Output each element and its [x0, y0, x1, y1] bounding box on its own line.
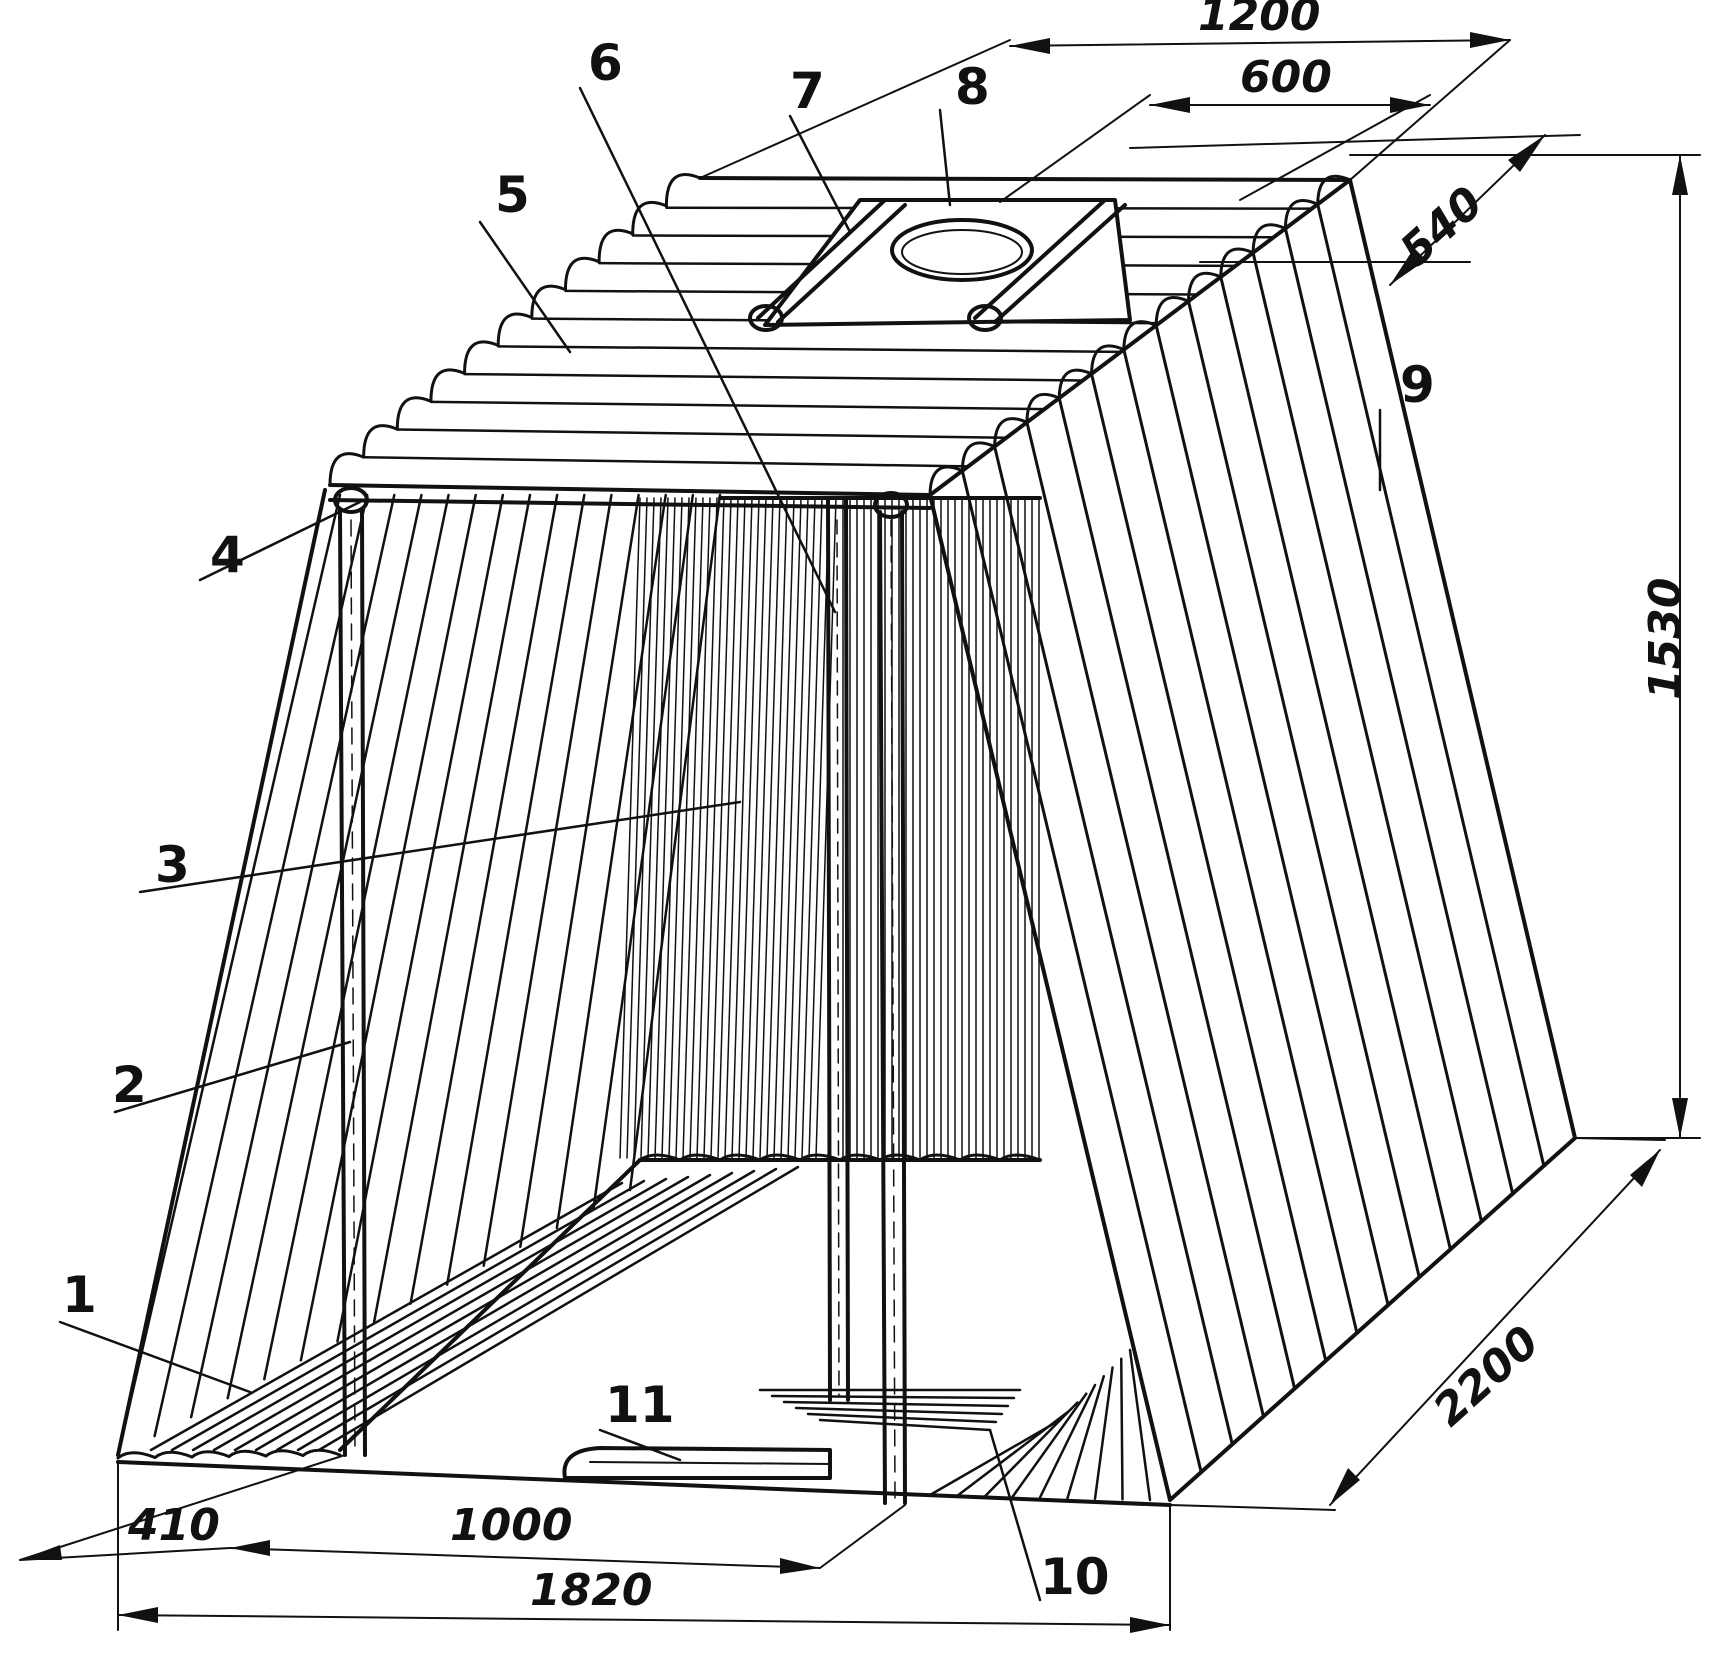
roof-opening — [890, 218, 1034, 282]
dim-height: 1530 — [1640, 578, 1691, 700]
callout-11: 11 — [605, 1376, 675, 1434]
top-front-beam — [328, 483, 932, 497]
rail-left — [748, 198, 907, 332]
callout-3: 3 — [155, 836, 190, 894]
callout-4: 4 — [210, 526, 245, 584]
callout-9: 9 — [1400, 356, 1435, 414]
left-slope-front-edge — [116, 488, 327, 1457]
floor-step — [562, 1446, 832, 1480]
callout-2: 2 — [112, 1056, 147, 1114]
left-floor-inner-edge — [338, 1158, 642, 1452]
support-posts — [333, 486, 909, 1505]
dim-length: 2200 — [1424, 1316, 1549, 1436]
rail-right — [967, 198, 1127, 332]
dim-front-left-offset: 410 — [127, 1500, 220, 1551]
post-back — [826, 498, 850, 1402]
right-slope-outline — [928, 178, 1577, 1502]
dim-top-width: 1200 — [1198, 0, 1320, 41]
callout-6: 6 — [588, 34, 623, 92]
callout-8: 8 — [955, 58, 990, 116]
hatch-cover — [763, 198, 1132, 327]
top-back-edge — [698, 176, 1352, 182]
callout-leaders — [58, 86, 1382, 1602]
dim-post-spacing: 1000 — [450, 1500, 572, 1551]
post-front-left — [333, 486, 369, 1457]
dim-base-width: 1820 — [530, 1565, 652, 1616]
callout-10: 10 — [1040, 1548, 1110, 1606]
right-slope-boards — [960, 202, 1546, 1474]
callout-5: 5 — [495, 166, 530, 224]
dimension-arrows — [20, 32, 1688, 1633]
dim-rail-spacing: 600 — [1240, 52, 1332, 103]
roof-opening-inner — [901, 229, 1023, 275]
callout-1: 1 — [62, 1266, 97, 1324]
left-slope-hatching — [116, 493, 722, 1457]
base-front-edge — [116, 1460, 1172, 1507]
back-wall-hatching — [619, 497, 1040, 1159]
floor-boards — [149, 1165, 1152, 1502]
post-front-right — [873, 491, 909, 1505]
callout-7: 7 — [790, 62, 825, 120]
roof-hatch-frame — [748, 198, 1132, 332]
